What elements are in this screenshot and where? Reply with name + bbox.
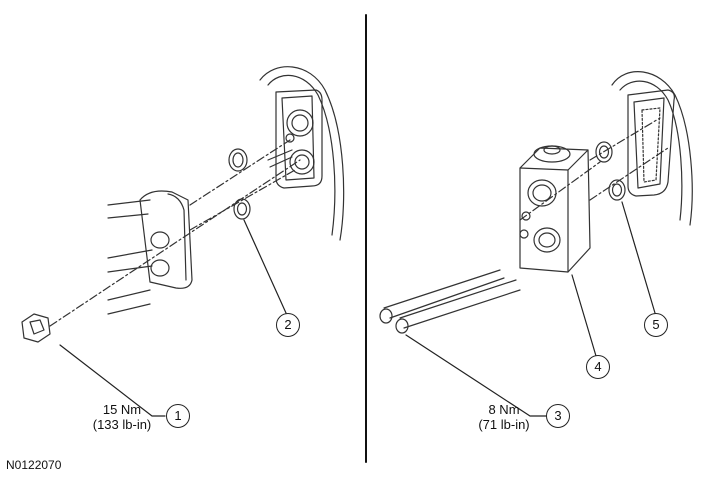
- torque-nm-3: 8 Nm: [488, 402, 520, 417]
- leader-line-2: [243, 219, 287, 314]
- callout-2: 2: [276, 313, 300, 337]
- callout-1: 1: [166, 404, 190, 428]
- callout-3: 3: [546, 404, 570, 428]
- torque-label-3: 8 Nm (71 lb-in): [468, 402, 540, 432]
- callout-4: 4: [586, 355, 610, 379]
- leader-line-1: [59, 344, 166, 417]
- torque-lbin-3: (71 lb-in): [478, 417, 530, 432]
- callout-5: 5: [644, 313, 668, 337]
- leader-line-4: [571, 274, 597, 357]
- left-panel-drawing: [21, 66, 345, 417]
- torque-label-1: 15 Nm (133 lb-in): [86, 402, 158, 432]
- leader-line-5: [621, 201, 656, 314]
- figure-id: N0122070: [6, 458, 62, 472]
- torque-lbin-1: (133 lb-in): [92, 417, 152, 432]
- right-panel-drawing: [379, 71, 693, 417]
- torque-nm-1: 15 Nm: [102, 402, 142, 417]
- leader-line-3: [405, 334, 547, 417]
